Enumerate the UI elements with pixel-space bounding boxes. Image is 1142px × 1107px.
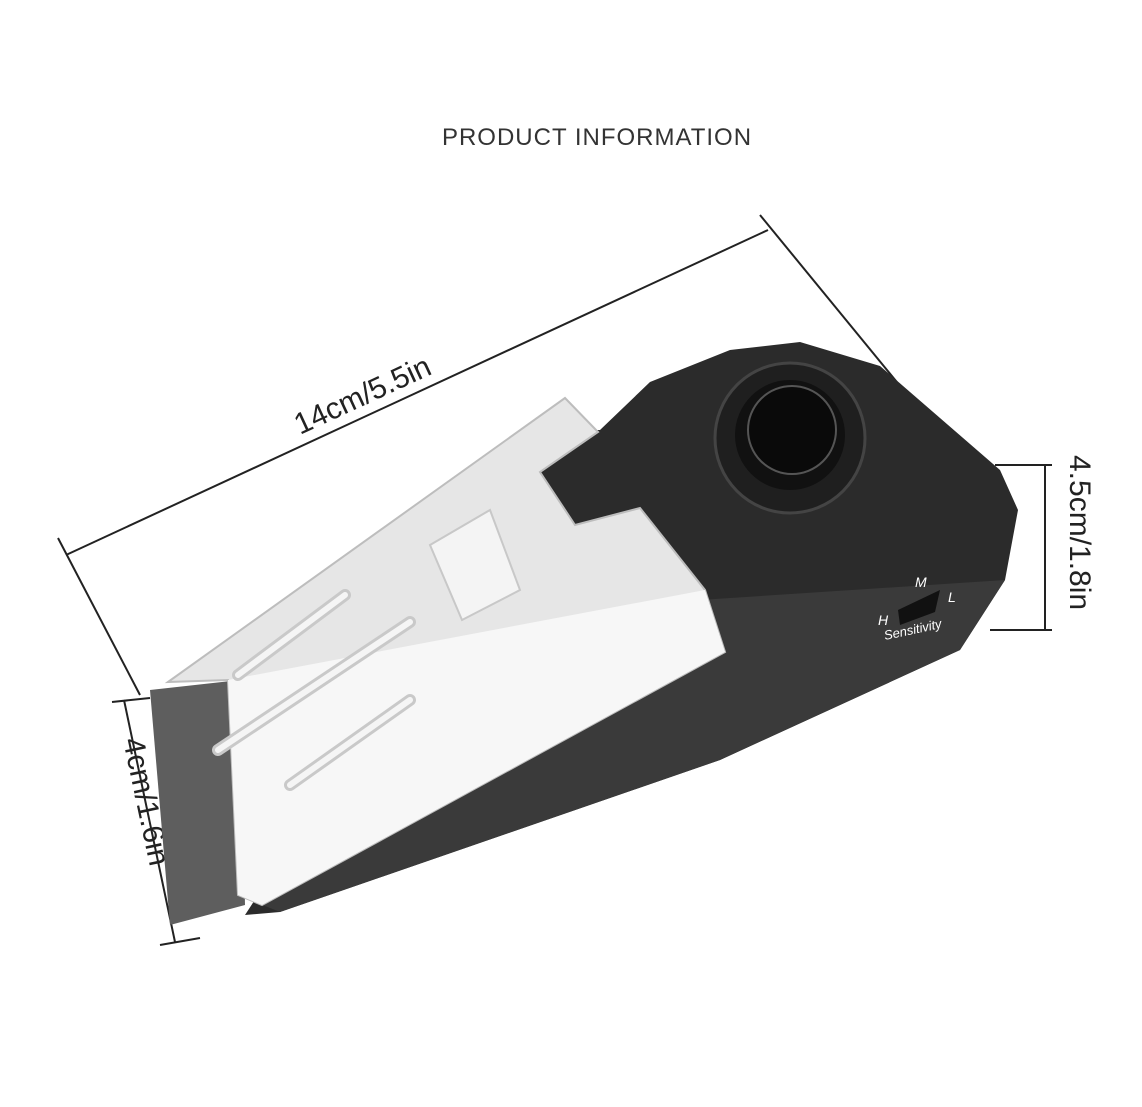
height-label: 4.5cm/1.8in [1063, 455, 1096, 610]
switch-position-m: M [915, 574, 927, 590]
page-title: PRODUCT INFORMATION [441, 124, 753, 151]
door-stop-alarm [150, 342, 1018, 925]
plate-edge [228, 590, 725, 905]
switch-slot[interactable] [898, 590, 940, 625]
plate-window [428, 508, 522, 622]
plate-slots-inner [215, 592, 413, 788]
speaker-button-icon [747, 385, 837, 475]
height-dimension [990, 464, 1052, 631]
length-label: 14cm/5.5in [289, 350, 436, 442]
width-dimension [111, 697, 201, 946]
length-dimension [57, 214, 906, 696]
wedge-side [250, 580, 1005, 912]
switch-position-h: H [878, 612, 889, 628]
switch-position-l: L [948, 589, 956, 605]
